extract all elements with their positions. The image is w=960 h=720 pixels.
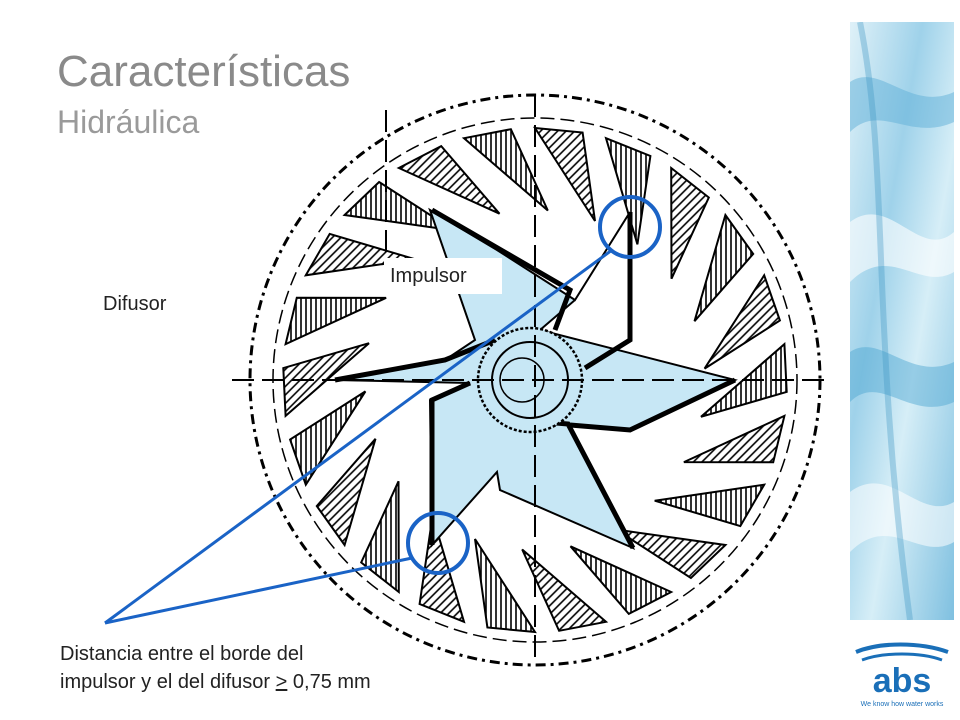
diffuser-vane — [569, 545, 674, 616]
leader-line-upper — [104, 248, 613, 625]
diffuser-vane — [654, 483, 767, 528]
diffuser-vane — [284, 296, 387, 346]
diffuser-vane — [288, 390, 367, 487]
gap-highlight-circle-upper — [598, 195, 662, 259]
water-image-strip — [850, 22, 954, 620]
diffuser-vane — [359, 480, 400, 595]
caption-line-2-prefix: impulsor y el del difusor — [60, 671, 276, 693]
slide-title: Características — [57, 47, 351, 96]
caption-line-2-suffix: 0,75 mm — [287, 671, 371, 693]
greater-or-equal-symbol: > — [275, 671, 288, 693]
diffuser-vane — [670, 165, 711, 280]
abs-logo: abs We know how water works — [855, 642, 949, 708]
diffuser-vane — [342, 180, 455, 232]
caption-line-2: impulsor y el del difusor > 0,75 mm — [60, 668, 371, 696]
diffuser-vane — [683, 414, 786, 464]
diffuser-vane — [693, 212, 755, 322]
diffuser-vane — [521, 548, 609, 632]
leader-line-lower — [104, 556, 413, 625]
diffuser-vane — [703, 273, 782, 370]
diffuser-vane — [315, 438, 377, 548]
diffuser-vane — [615, 528, 728, 580]
brand-side-panel: abs We know how water works — [844, 0, 960, 720]
diffuser-vanes — [282, 126, 788, 634]
diffuser-vane — [474, 538, 537, 634]
diffuser-vane — [461, 128, 549, 212]
caption-line-1: Distancia entre el borde del — [60, 643, 304, 665]
slide-subtitle: Hidráulica — [57, 104, 200, 140]
diffuser-vane — [533, 126, 596, 222]
gap-highlight-circle-lower — [406, 511, 470, 575]
center-lines — [232, 95, 825, 665]
impeller-label: Impulsor — [384, 258, 502, 294]
diffuser-vane — [396, 144, 501, 215]
logo-tagline: We know how water works — [861, 701, 944, 708]
logo-brand-text: abs — [873, 662, 932, 700]
gap-caption: Distancia entre el borde del impulsor y … — [60, 640, 371, 696]
diffuser-label: Difusor — [103, 293, 167, 315]
diffuser-vane — [303, 232, 416, 277]
